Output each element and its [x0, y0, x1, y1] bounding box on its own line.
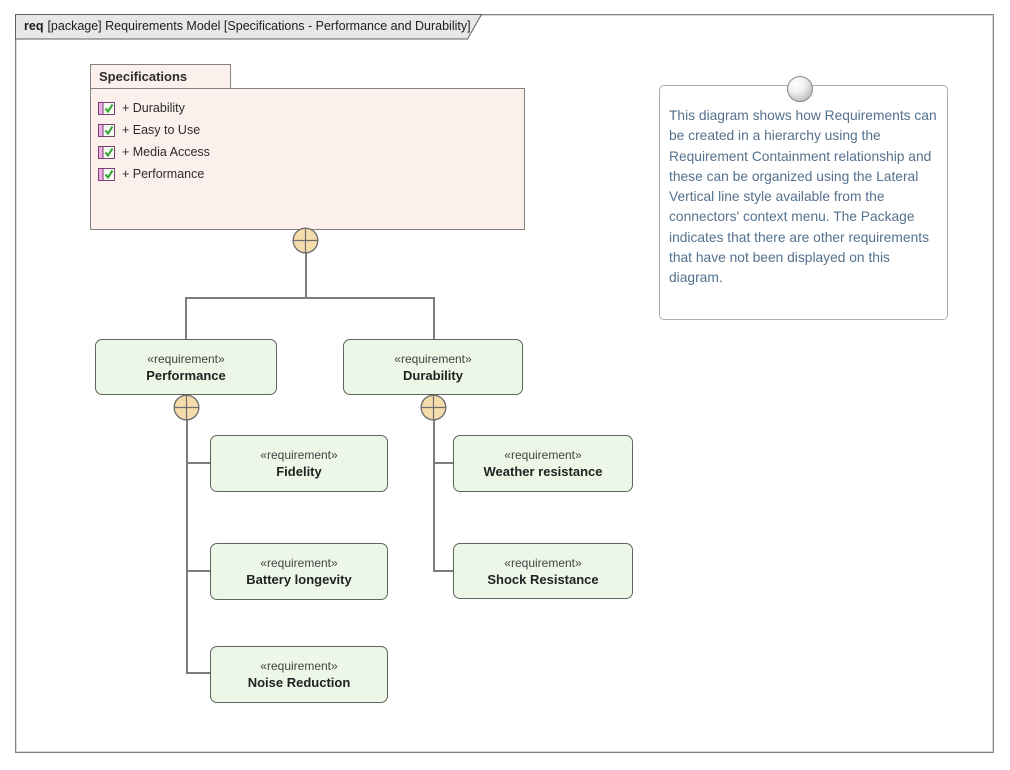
diagram-frame — [15, 14, 994, 753]
stereotype-label: «requirement» — [260, 448, 338, 462]
requirement-node-noise-reduction[interactable]: «requirement» Noise Reduction — [210, 646, 388, 703]
requirement-name: Battery longevity — [246, 572, 352, 587]
requirement-checkbox-icon — [98, 145, 115, 159]
requirement-node-fidelity[interactable]: «requirement» Fidelity — [210, 435, 388, 492]
requirement-name: Noise Reduction — [247, 675, 351, 690]
requirement-node-battery-longevity[interactable]: «requirement» Battery longevity — [210, 543, 388, 600]
circle-plus-containment-icon — [420, 394, 447, 421]
package-item-label: + Performance — [122, 167, 205, 181]
package-item-media-access[interactable]: + Media Access — [98, 141, 524, 163]
connector-to-performance — [185, 297, 187, 339]
connector-package-down — [305, 252, 307, 298]
stereotype-label: «requirement» — [504, 555, 582, 570]
stereotype-label: «requirement» — [260, 556, 338, 570]
requirement-checkbox-icon — [98, 123, 115, 137]
connector-to-durability — [433, 297, 435, 339]
requirement-name: Shock Resistance — [487, 571, 599, 587]
connector-to-noise-reduction — [186, 672, 210, 674]
stereotype-label: «requirement» — [260, 659, 338, 673]
package-item-durability[interactable]: + Durability — [98, 97, 524, 119]
stereotype-label: «requirement» — [504, 448, 582, 462]
diagram-title: req[package] Requirements Model [Specifi… — [24, 19, 471, 33]
sphere-pin-icon — [787, 76, 813, 102]
stereotype-label: «requirement» — [394, 351, 472, 366]
package-name: Specifications — [99, 69, 188, 84]
requirement-checkbox-icon — [98, 167, 115, 181]
requirement-node-durability[interactable]: «requirement» Durability — [343, 339, 523, 395]
circle-plus-containment-icon — [173, 394, 200, 421]
requirement-name: Performance — [146, 367, 226, 383]
circle-plus-containment-icon — [292, 227, 319, 254]
connector-performance-children-vertical — [186, 419, 188, 673]
connector-durability-children-vertical — [433, 419, 435, 571]
note-element[interactable]: This diagram shows how Requirements can … — [659, 85, 948, 320]
diagram-type-keyword: req — [24, 19, 44, 33]
stereotype-label: «requirement» — [147, 351, 225, 366]
requirement-node-weather-resistance[interactable]: «requirement» Weather resistance — [453, 435, 633, 492]
requirement-name: Fidelity — [276, 464, 322, 479]
package-specifications-body[interactable]: + Durability + Easy to Use + Media Acces… — [90, 88, 525, 230]
package-item-performance[interactable]: + Performance — [98, 163, 524, 185]
connector-to-fidelity — [186, 462, 210, 464]
package-tab-specifications[interactable]: Specifications — [90, 64, 231, 89]
note-text: This diagram shows how Requirements can … — [669, 108, 937, 286]
package-item-label: + Durability — [122, 101, 185, 115]
requirement-node-performance[interactable]: «requirement» Performance — [95, 339, 277, 395]
connector-to-shock-resistance — [433, 570, 453, 572]
requirement-checkbox-icon — [98, 101, 115, 115]
package-item-easy-to-use[interactable]: + Easy to Use — [98, 119, 524, 141]
frame-tab-shape — [15, 14, 483, 40]
requirement-name: Durability — [403, 367, 463, 383]
connector-main-horizontal — [185, 297, 434, 299]
connector-to-weather-resistance — [433, 462, 453, 464]
diagram-title-text: [package] Requirements Model [Specificat… — [47, 19, 471, 33]
requirement-node-shock-resistance[interactable]: «requirement» Shock Resistance — [453, 543, 633, 599]
package-item-label: + Media Access — [122, 145, 210, 159]
requirement-name: Weather resistance — [483, 464, 603, 479]
diagram-title-tab: req[package] Requirements Model [Specifi… — [15, 14, 483, 40]
package-item-label: + Easy to Use — [122, 123, 201, 137]
connector-to-battery-longevity — [186, 570, 210, 572]
